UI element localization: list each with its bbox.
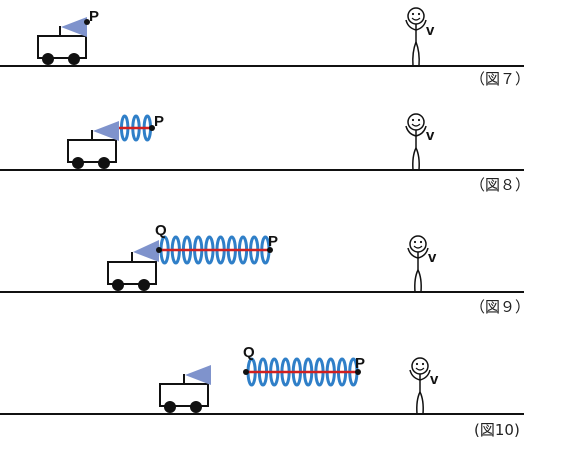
person-icon [407, 235, 429, 293]
horn-icon [133, 240, 159, 262]
figure-label: （図８） [470, 176, 530, 194]
panel-fig9: Q P v （図９） [0, 222, 530, 316]
horn-icon [61, 17, 87, 37]
point-q-dot [156, 247, 162, 253]
figure-label: （図７） [470, 70, 530, 88]
panel-fig7: P v （図７） [0, 7, 530, 88]
person-icon [409, 357, 431, 415]
cart-icon [37, 26, 87, 65]
panel-fig10: Q P v (図10) [0, 344, 524, 439]
point-p-label: P [268, 233, 278, 250]
observer-label: v [428, 249, 437, 266]
person-icon [405, 7, 427, 67]
figure-label: （図９） [470, 298, 530, 316]
point-p-dot [149, 125, 155, 131]
figure-label: (図10) [474, 421, 520, 439]
point-p-dot [267, 247, 273, 253]
cart-icon [67, 130, 117, 169]
observer-label: v [426, 22, 435, 39]
point-p-dot [84, 19, 90, 25]
point-q-label: Q [243, 344, 255, 361]
observer-label: v [426, 127, 435, 144]
point-p-label: P [89, 8, 99, 25]
panel-fig8: P v （図８） [0, 113, 530, 194]
point-q-dot [243, 369, 249, 375]
horn-icon [93, 121, 119, 141]
point-q-label: Q [155, 222, 167, 239]
horn-icon [185, 365, 211, 385]
cart-icon [159, 374, 209, 413]
cart-icon [107, 252, 157, 291]
point-p-label: P [355, 355, 365, 372]
observer-label: v [430, 371, 439, 388]
person-icon [405, 113, 427, 171]
point-p-label: P [154, 113, 164, 130]
point-p-dot [355, 369, 361, 375]
